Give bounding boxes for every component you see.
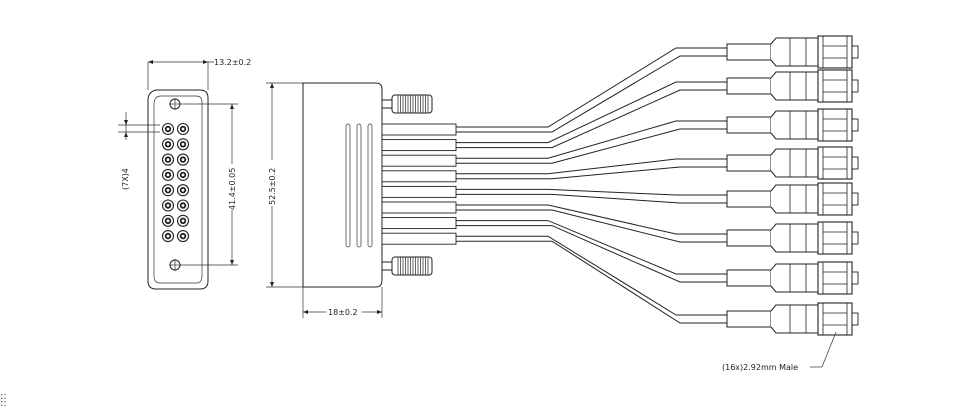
contact	[161, 214, 175, 227]
coax-cable-fan	[456, 47, 727, 324]
rf-connector-2.92mm	[726, 221, 859, 255]
jack-screw-top	[381, 94, 433, 114]
jack-screw-bottom	[381, 256, 433, 276]
dim-shell-height-label: 52.5±0.2	[268, 168, 277, 205]
rf-connector-2.92mm	[726, 182, 859, 216]
ferrule	[381, 154, 457, 167]
cable-edge	[456, 158, 727, 175]
grip-slot-1	[345, 123, 351, 248]
contact	[161, 184, 175, 197]
mount-hole-bottom	[169, 259, 181, 271]
cable-edge	[456, 188, 727, 196]
cable-edge	[456, 209, 727, 243]
rf-connector-stack	[726, 35, 859, 336]
contact	[176, 199, 190, 212]
dim-mount-spacing-label: 41.4±0.05	[228, 168, 237, 210]
dim-shell-depth-label: 18±0.2	[328, 308, 358, 317]
face-inner-shell	[153, 95, 203, 284]
face-outline	[147, 89, 209, 290]
cable-edge	[456, 220, 727, 275]
connector-callout: (16x)2.92mm Male	[722, 331, 837, 372]
contact	[176, 230, 190, 243]
contact	[161, 138, 175, 151]
ferrule	[381, 185, 457, 198]
grip-slot-2	[356, 123, 362, 248]
ferrule	[381, 123, 457, 136]
ferrule	[381, 201, 457, 214]
cable-edge	[456, 89, 727, 149]
shell-side-view: 52.5±0.2 18±0.2	[265, 82, 457, 318]
contact-grid	[161, 122, 190, 243]
dim-face-width: 13.2±0.2	[147, 58, 251, 90]
dim-mount-spacing: 41.4±0.05	[180, 103, 238, 266]
contact	[176, 153, 190, 166]
rf-connector-2.92mm	[726, 302, 859, 336]
mount-hole-top	[169, 98, 181, 110]
cable-edge	[456, 47, 727, 128]
corner-marker: ::::	[0, 391, 7, 409]
cable-edge	[456, 120, 727, 159]
contact	[161, 230, 175, 243]
cable-edge	[456, 204, 727, 235]
contact	[176, 138, 190, 151]
shell-body	[302, 82, 383, 288]
contact	[161, 122, 175, 136]
contact	[176, 168, 190, 181]
rf-connector-2.92mm	[726, 35, 859, 69]
contact	[176, 214, 190, 227]
ferrule	[381, 217, 457, 230]
cable-edge	[456, 225, 727, 283]
cable-edge	[456, 128, 727, 164]
rf-connector-2.92mm	[726, 108, 859, 142]
rf-connector-2.92mm	[726, 261, 859, 295]
cable-edge	[456, 81, 727, 144]
dim-contact-pitch-label: (7X)4	[121, 168, 130, 190]
cable-edge	[456, 193, 727, 204]
connector-callout-label: (16x)2.92mm Male	[722, 363, 798, 372]
contact	[161, 199, 175, 212]
dim-contact-pitch: (7X)4	[118, 112, 160, 190]
ferrule	[381, 232, 457, 245]
cable-edge	[456, 55, 727, 133]
rf-connector-2.92mm	[726, 146, 859, 180]
contact	[176, 122, 190, 136]
ferrule	[381, 139, 457, 152]
ferrule-stack	[381, 123, 457, 245]
dim-face-width-label: 13.2±0.2	[214, 58, 251, 67]
dim-shell-height: 52.5±0.2	[265, 82, 303, 288]
contact	[161, 153, 175, 166]
contact	[161, 168, 175, 181]
dim-shell-depth: 18±0.2	[302, 287, 383, 318]
ferrule	[381, 170, 457, 183]
connector-face-view: 13.2±0.2 (7X)4 41.4±0.05	[118, 58, 251, 290]
cable-edge	[456, 240, 727, 324]
grip-slot-3	[367, 123, 373, 248]
cable-edge	[456, 166, 727, 180]
contact	[176, 184, 190, 197]
rf-connector-2.92mm	[726, 69, 859, 103]
cable-edge	[456, 235, 727, 316]
